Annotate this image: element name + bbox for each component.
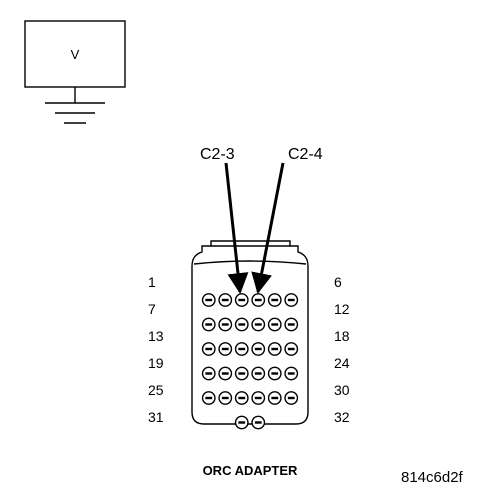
pin-number-18: 18 [334, 328, 350, 344]
callout-c2-3-label: C2-3 [200, 146, 235, 163]
connector-pins [201, 293, 299, 430]
pin-26 [218, 391, 233, 405]
pin-9 [234, 317, 249, 332]
pin-24 [284, 366, 299, 381]
pin-15 [234, 342, 249, 356]
connector-title: ORC ADAPTER [203, 463, 298, 478]
pin-8 [218, 317, 233, 332]
pin-number-32: 32 [334, 409, 350, 425]
pin-29 [267, 391, 282, 405]
probe-arrow-c2-4 [251, 162, 285, 295]
pin-number-12: 12 [334, 301, 350, 317]
pin-number-19: 19 [148, 355, 164, 371]
pin-19 [201, 366, 216, 381]
pin-22 [251, 366, 266, 381]
pin-number-13: 13 [148, 328, 164, 344]
pin-number-31: 31 [148, 409, 164, 425]
pin-12 [284, 317, 299, 332]
pin-13 [201, 342, 216, 356]
pin-number-6: 6 [334, 274, 342, 290]
probe-arrow-c2-3 [224, 162, 249, 295]
pin-2 [218, 293, 233, 307]
voltmeter-label: V [71, 47, 80, 62]
pin-27 [234, 391, 249, 405]
pin-number-1: 1 [148, 274, 156, 290]
pin-17 [267, 342, 282, 356]
pin-3 [234, 293, 249, 307]
pin-20 [218, 366, 233, 381]
pin-30 [284, 391, 299, 405]
ground-icon [45, 87, 105, 124]
pin-6 [284, 293, 299, 307]
pin-number-7: 7 [148, 301, 156, 317]
voltmeter-icon: V [24, 20, 126, 88]
figure-code: 814c6d2f [401, 469, 464, 486]
pin-14 [218, 342, 233, 356]
callout-c2-4-label: C2-4 [288, 146, 323, 163]
pin-number-25: 25 [148, 382, 164, 398]
pin-16 [251, 342, 266, 356]
pin-18 [284, 342, 299, 356]
pin-25 [201, 391, 216, 405]
pin-11 [267, 317, 282, 332]
pin-number-24: 24 [334, 355, 350, 371]
pin-31 [234, 415, 249, 430]
pin-1 [201, 293, 216, 307]
pin-28 [251, 391, 266, 405]
pin-5 [267, 293, 282, 307]
pin-number-30: 30 [334, 382, 350, 398]
pin-21 [234, 366, 249, 381]
pin-32 [251, 415, 266, 430]
pin-4 [251, 293, 266, 307]
pin-10 [251, 317, 266, 332]
pin-7 [201, 317, 216, 332]
pin-23 [267, 366, 282, 381]
